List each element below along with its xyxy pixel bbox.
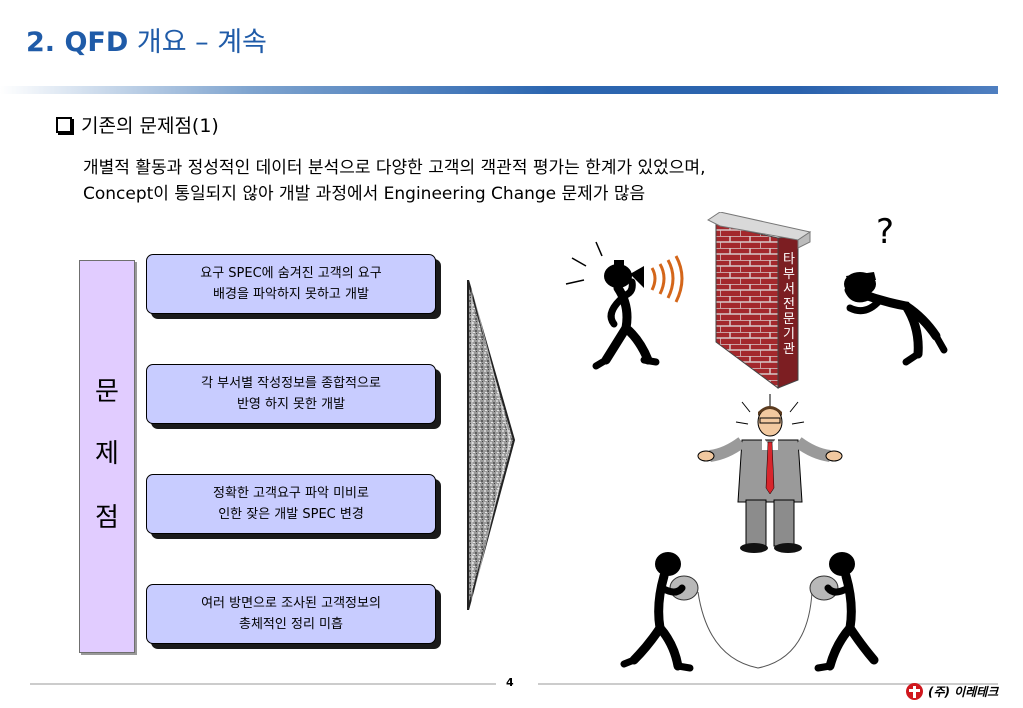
tin-can-phone-figures-image: [620, 552, 879, 672]
question-mark: ?: [876, 212, 895, 252]
problem-line: 인한 잦은 개발 SPEC 변경: [218, 507, 364, 522]
wall-label-char: 관: [783, 342, 795, 357]
wall-label-char: 부: [783, 267, 795, 282]
wall-label-char: 전: [783, 297, 795, 312]
problem-line: 총체적인 정리 미흡: [239, 617, 343, 632]
wall-label-char: 문: [783, 312, 795, 327]
company-logo: (주) 이레테크: [906, 683, 998, 700]
brick-wall-image: [707, 212, 812, 389]
side-label-char: 점: [95, 503, 119, 533]
page-number: 4: [506, 676, 514, 689]
shouting-figure-image: [565, 241, 684, 370]
problem-line: 요구 SPEC에 숨겨진 고객의 요구: [200, 266, 382, 281]
right-arrow-icon: [467, 280, 516, 610]
checkbox-icon: [56, 116, 72, 133]
title-prefix: 2. QFD: [26, 27, 129, 58]
businessman-image: [697, 394, 843, 553]
subheading: 기존의 문제점(1): [56, 111, 219, 138]
problem-line: 정확한 고객요구 파악 미비로: [213, 486, 369, 501]
footer-line-right: [538, 683, 998, 685]
page-title: 2. QFD 개요 – 계속: [26, 20, 267, 59]
paragraph-line-2: Concept이 통일되지 않아 개발 과정에서 Engineering Cha…: [83, 184, 646, 204]
problem-box: 각 부서별 작성정보를 종합적으로 반영 하지 못한 개발: [146, 364, 436, 424]
problem-line: 각 부서별 작성정보를 종합적으로: [201, 376, 381, 391]
problem-box: 정확한 고객요구 파악 미비로 인한 잦은 개발 SPEC 변경: [146, 474, 436, 534]
problem-line: 여러 방면으로 조사된 고객정보의: [201, 596, 381, 611]
problems-side-label: 문 제 점: [79, 260, 135, 653]
subheading-text: 기존의 문제점(1): [81, 115, 219, 137]
title-suffix: 개요 – 계속: [128, 27, 267, 58]
wall-label-char: 타: [783, 252, 795, 267]
company-name: (주) 이레테크: [928, 685, 999, 699]
problem-line: 배경을 파악하지 못하고 개발: [213, 287, 369, 302]
side-label-char: 제: [95, 439, 119, 469]
wall-label-char: 서: [783, 282, 795, 297]
company-logo-icon: [906, 683, 923, 700]
problem-box: 여러 방면으로 조사된 고객정보의 총체적인 정리 미흡: [146, 584, 436, 644]
paragraph-line-1: 개별적 활동과 정성적인 데이터 분석으로 다양한 고객의 객관적 평가는 한계…: [83, 158, 706, 178]
problem-box: 요구 SPEC에 숨겨진 고객의 요구 배경을 파악하지 못하고 개발: [146, 254, 436, 314]
title-underline: [0, 86, 998, 94]
side-label-char: 문: [95, 377, 119, 407]
footer-line-left: [30, 683, 496, 685]
wall-label-char: 기: [783, 327, 795, 342]
listening-figure-image: [844, 272, 948, 366]
wall-label: 타 부 서 전 문 기 관: [781, 252, 797, 357]
problem-line: 반영 하지 못한 개발: [236, 397, 346, 412]
